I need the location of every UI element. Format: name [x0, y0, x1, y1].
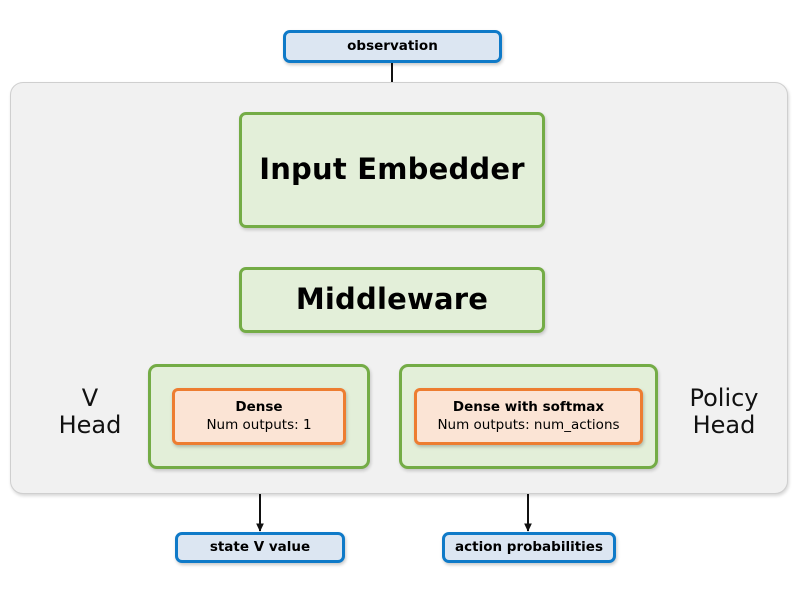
node-observation[interactable]: observation	[283, 30, 502, 63]
node-policy-dense[interactable]: Dense with softmax Num outputs: num_acti…	[414, 388, 643, 445]
node-middleware-label: Middleware	[295, 282, 489, 317]
node-state-v-value-label: state V value	[209, 538, 311, 555]
node-action-probabilities-label: action probabilities	[455, 538, 603, 555]
label-policy-head: Policy Head	[689, 384, 759, 439]
label-v-head: V Head	[58, 384, 122, 439]
node-input-embedder[interactable]: Input Embedder	[239, 112, 545, 228]
group-policy-head[interactable]: Dense with softmax Num outputs: num_acti…	[399, 364, 658, 469]
node-action-probabilities[interactable]: action probabilities	[442, 532, 616, 563]
node-v-dense-subtitle: Num outputs: 1	[206, 416, 312, 433]
node-input-embedder-label: Input Embedder	[259, 152, 525, 187]
node-policy-dense-subtitle: Num outputs: num_actions	[437, 416, 620, 433]
node-v-dense-title: Dense	[235, 398, 283, 415]
node-state-v-value[interactable]: state V value	[175, 532, 345, 563]
group-v-head[interactable]: Dense Num outputs: 1	[148, 364, 370, 469]
node-middleware[interactable]: Middleware	[239, 267, 545, 333]
node-observation-label: observation	[347, 37, 438, 54]
node-policy-dense-title: Dense with softmax	[452, 398, 605, 415]
node-v-dense[interactable]: Dense Num outputs: 1	[172, 388, 346, 445]
